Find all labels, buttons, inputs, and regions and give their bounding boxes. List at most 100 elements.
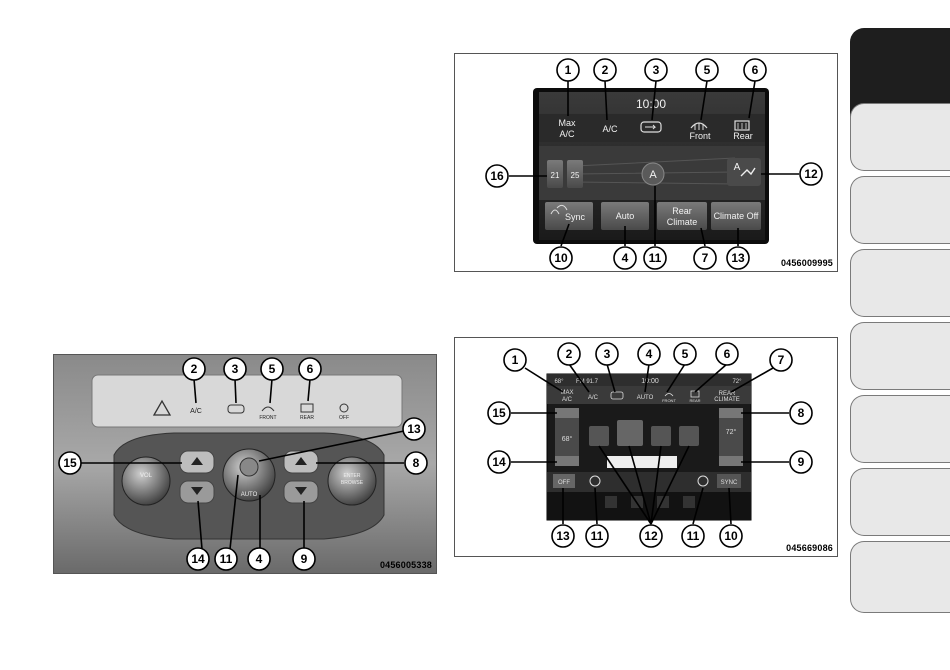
svg-text:4: 4 [622, 251, 629, 265]
front-defrost-icon[interactable] [261, 406, 275, 412]
sync-label: SYNC [721, 480, 738, 486]
svg-text:7: 7 [778, 353, 785, 367]
temp-left[interactable]: 21 [551, 171, 560, 180]
mode-mix-button[interactable] [679, 426, 699, 446]
figure-touchscreen-climate-controls: 68° FM 91.7 10:00 72° MAX A/C A/C AUTO F… [454, 337, 838, 557]
svg-text:9: 9 [301, 552, 308, 566]
callout-3: 3 [223, 357, 247, 381]
rear-climate-line1[interactable]: REAR [719, 391, 736, 397]
vol-label: VOL [140, 473, 153, 479]
section-tab-7[interactable] [850, 468, 950, 536]
max-ac-line2: A/C [559, 129, 575, 139]
svg-text:8: 8 [413, 456, 420, 470]
callout-5: 5 [673, 342, 697, 366]
clock: 10:00 [636, 97, 666, 111]
svg-text:12: 12 [804, 167, 818, 181]
figure-id: 0456005338 [379, 560, 432, 570]
svg-text:2: 2 [602, 63, 609, 77]
auto-label: AUTO [241, 492, 258, 498]
temp-right[interactable]: 25 [571, 171, 580, 180]
fan-down-icon[interactable] [589, 475, 601, 487]
rear-climate-button[interactable] [657, 202, 707, 230]
section-tab-2[interactable] [850, 103, 950, 171]
svg-text:2: 2 [566, 347, 573, 361]
section-tab-6[interactable] [850, 395, 950, 463]
callout-5: 5 [260, 357, 284, 381]
ac-button[interactable]: A/C [588, 395, 599, 401]
rear-climate-line2: CLIMATE [714, 397, 740, 403]
svg-text:6: 6 [752, 63, 759, 77]
callout-16: 16 [485, 164, 509, 188]
rear-defrost-icon[interactable] [300, 403, 314, 413]
front-label: FRONT [662, 398, 676, 403]
status-temp-right: 72° [732, 379, 742, 385]
callout-11: 11 [643, 246, 667, 270]
auto-button[interactable] [601, 202, 649, 230]
callout-13: 13 [402, 417, 426, 441]
tune-knob[interactable] [327, 456, 377, 506]
mode-floor-button[interactable] [651, 426, 671, 446]
svg-text:3: 3 [232, 362, 239, 376]
mode-button[interactable]: A [734, 162, 741, 173]
climate-off-button[interactable] [711, 202, 761, 230]
temp-left: 68° [562, 435, 573, 443]
recirculation-icon[interactable] [610, 391, 624, 400]
rear-climate-line1: Rear [672, 206, 692, 216]
svg-text:5: 5 [704, 63, 711, 77]
auto-label: Auto [616, 211, 635, 221]
auto-button[interactable]: AUTO [637, 395, 654, 401]
temp-down-left[interactable] [555, 456, 579, 466]
off-button[interactable] [553, 474, 575, 488]
recirculation-icon[interactable] [227, 404, 245, 414]
temp-down-right[interactable] [719, 456, 743, 466]
svg-text:16: 16 [490, 169, 504, 183]
callout-6: 6 [298, 357, 322, 381]
volume-knob[interactable] [121, 456, 171, 506]
seat-icon [550, 204, 568, 215]
callout-12: 12 [639, 524, 663, 548]
ac-button[interactable]: A/C [602, 124, 618, 134]
svg-text:14: 14 [492, 455, 506, 469]
rear-defrost-icon[interactable] [734, 120, 750, 131]
rear-label: REAR [300, 415, 314, 421]
max-ac-line1[interactable]: MAX [560, 390, 573, 396]
mode-panel-button[interactable] [589, 426, 609, 446]
callout-15: 15 [487, 401, 511, 425]
enter-label: ENTER [344, 473, 361, 479]
section-tab-8[interactable] [850, 541, 950, 613]
svg-text:13: 13 [731, 251, 745, 265]
off-label: OFF [558, 480, 570, 486]
ac-switch-label[interactable]: A/C [190, 408, 202, 415]
svg-text:4: 4 [256, 552, 263, 566]
callout-2: 2 [182, 357, 206, 381]
sync-button[interactable] [545, 202, 593, 230]
front-defrost-label: Front [689, 131, 711, 141]
section-tab-4[interactable] [850, 249, 950, 317]
traction-off-icon[interactable] [339, 403, 349, 413]
temp-right: 72° [726, 428, 737, 436]
sync-button[interactable] [717, 474, 741, 488]
svg-text:11: 11 [591, 529, 604, 543]
temp-up-right[interactable] [719, 408, 743, 418]
status-temp-left: 68° [554, 379, 564, 385]
browse-label: BROWSE [341, 480, 364, 486]
callout-13: 13 [551, 524, 575, 548]
section-tab-5[interactable] [850, 322, 950, 390]
recirculation-icon[interactable] [640, 121, 662, 133]
touchscreen-illustration-2: 68° FM 91.7 10:00 72° MAX A/C A/C AUTO F… [487, 342, 813, 548]
section-tab-3[interactable] [850, 176, 950, 244]
front-defrost-icon[interactable] [690, 122, 708, 130]
svg-text:7: 7 [702, 251, 709, 265]
callout-11-right: 11 [681, 524, 705, 548]
fan-up-icon[interactable] [697, 475, 709, 487]
front-label: FRONT [259, 415, 276, 421]
svg-text:11: 11 [687, 529, 700, 543]
mode-bilevel-button[interactable] [617, 420, 643, 446]
front-defrost-icon[interactable] [664, 393, 674, 397]
hazard-icon[interactable] [152, 399, 172, 416]
callout-14: 14 [487, 450, 511, 474]
callout-7: 7 [769, 348, 793, 372]
touchscreen-illustration: Max A/C A/C 10:00 Front Rear 21 25 A A [485, 58, 823, 270]
temp-up-left[interactable] [555, 408, 579, 418]
callout-8: 8 [404, 451, 428, 475]
